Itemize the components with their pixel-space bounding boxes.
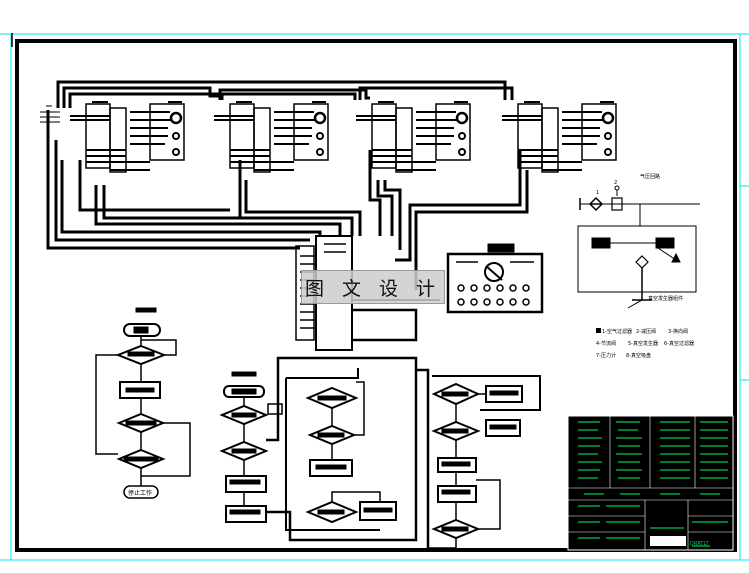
title-block: DRRTLT	[567, 415, 734, 551]
flowchart-main	[95, 307, 191, 499]
title-block-code: DRRTLT	[690, 541, 710, 547]
legend-item: 4-节流阀	[596, 340, 616, 347]
pneumatic-port-1: 1	[596, 190, 599, 196]
pneumatic-circuit	[577, 185, 700, 309]
relay-unit-4	[502, 101, 617, 173]
relay-unit-2	[214, 101, 329, 173]
legend-item: 5-真空发生器	[628, 340, 658, 347]
legend-item: 7-压力计	[596, 352, 616, 359]
electrical-schematic	[46, 80, 529, 290]
legend-item: 2-减压阀	[636, 328, 656, 335]
watermark: 图 文 设 计	[301, 270, 445, 304]
flowchart-sub-b	[219, 356, 418, 542]
pneumatic-title: 气压回路	[640, 173, 660, 180]
pneumatic-caption: 真空发生器组件	[648, 295, 683, 302]
relay-unit-1	[70, 101, 185, 173]
flowchart-sub-c	[416, 368, 541, 549]
pneumatic-legend: 1-空气过滤器 2-减压阀 3-换向阀 4-节流阀 5-真空发生器 6-真空过滤…	[596, 328, 694, 359]
pneumatic-port-2: 2	[614, 180, 617, 186]
flowchart-end-label: 停止工作	[128, 489, 152, 497]
input-terminals	[40, 105, 60, 123]
legend-item: 8-真空吸盘	[626, 352, 651, 359]
legend-item: 6-真空过滤器	[664, 340, 694, 347]
outer-frame	[0, 33, 749, 561]
drawing-border	[15, 39, 737, 552]
relay-unit-3	[356, 101, 471, 173]
operator-panel	[446, 243, 544, 314]
legend-item: 3-换向阀	[668, 328, 688, 335]
legend-item: 1-空气过滤器	[602, 328, 632, 335]
